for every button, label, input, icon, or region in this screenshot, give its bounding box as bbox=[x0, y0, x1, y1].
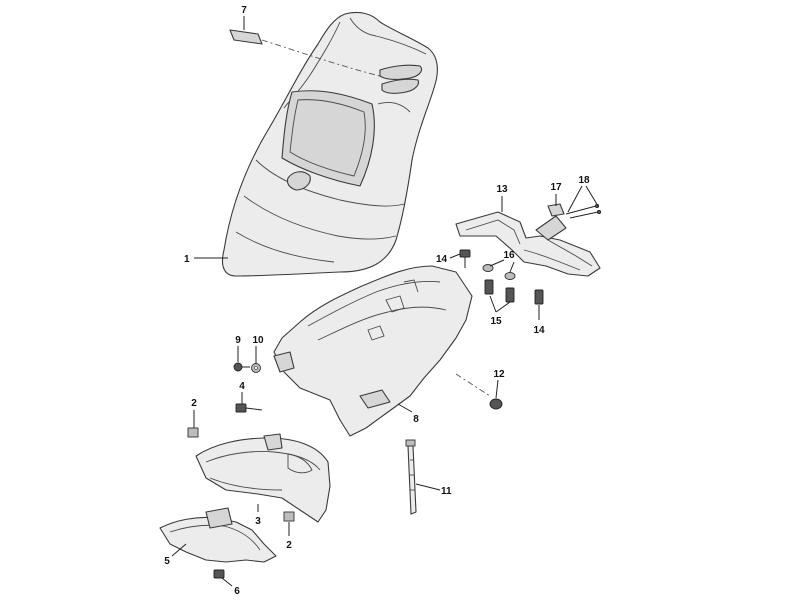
callout-11: 11 bbox=[441, 486, 452, 497]
leader-11 bbox=[415, 483, 441, 491]
callout-13: 13 bbox=[496, 184, 508, 195]
callout-9: 9 bbox=[235, 335, 241, 346]
leader-15b bbox=[495, 301, 511, 313]
bolts-part-15 bbox=[484, 279, 515, 303]
callout-17: 17 bbox=[550, 182, 562, 193]
callout-18: 18 bbox=[578, 175, 590, 186]
bottom-plate-part-5 bbox=[159, 507, 277, 563]
leader-14a bbox=[449, 253, 461, 259]
callout-3: 3 bbox=[255, 516, 261, 527]
clip-part-2b bbox=[283, 511, 295, 522]
leader-16a bbox=[489, 259, 505, 267]
cable-tie-part-11 bbox=[405, 439, 417, 515]
clip-part-2a bbox=[187, 427, 199, 438]
inner-fender-part-8 bbox=[273, 265, 491, 437]
leader-8 bbox=[397, 403, 413, 413]
nut-part-12 bbox=[489, 398, 503, 410]
callout-16: 16 bbox=[503, 250, 515, 261]
callout-10: 10 bbox=[252, 335, 264, 346]
leader-12 bbox=[495, 379, 499, 399]
bolt-part-14a bbox=[459, 249, 471, 268]
leader-18a bbox=[567, 185, 583, 213]
callout-6: 6 bbox=[234, 586, 240, 597]
leader-15a bbox=[489, 295, 497, 313]
washer-part-10 bbox=[251, 363, 261, 373]
emblem-part-7 bbox=[229, 29, 381, 77]
leader-18b bbox=[585, 185, 599, 207]
leader-5 bbox=[171, 543, 187, 557]
callout-4: 4 bbox=[239, 381, 245, 392]
leader-6 bbox=[221, 577, 233, 587]
bracket-part-13 bbox=[455, 211, 601, 277]
callout-8: 8 bbox=[413, 414, 419, 425]
callout-7: 7 bbox=[241, 5, 247, 16]
callout-2a: 2 bbox=[191, 398, 197, 409]
bolt-part-14b bbox=[534, 289, 544, 305]
screw-part-9 bbox=[233, 362, 250, 372]
callout-12: 12 bbox=[493, 369, 505, 380]
callout-labels: 1 2 2 3 4 5 6 7 8 9 10 11 12 13 14 14 15… bbox=[164, 5, 590, 597]
callout-5: 5 bbox=[164, 556, 170, 567]
callout-1: 1 bbox=[184, 254, 190, 265]
screw-part-6 bbox=[213, 569, 225, 579]
lower-shroud-part-3 bbox=[195, 433, 331, 523]
front-cowl-part-1 bbox=[221, 11, 438, 277]
callout-15: 15 bbox=[490, 316, 502, 327]
callout-2b: 2 bbox=[286, 540, 292, 551]
callout-leaders bbox=[171, 16, 599, 587]
bolt-part-4 bbox=[235, 403, 263, 413]
leader-16b bbox=[509, 261, 515, 273]
callout-14a: 14 bbox=[436, 254, 448, 265]
callout-14b: 14 bbox=[533, 325, 545, 336]
